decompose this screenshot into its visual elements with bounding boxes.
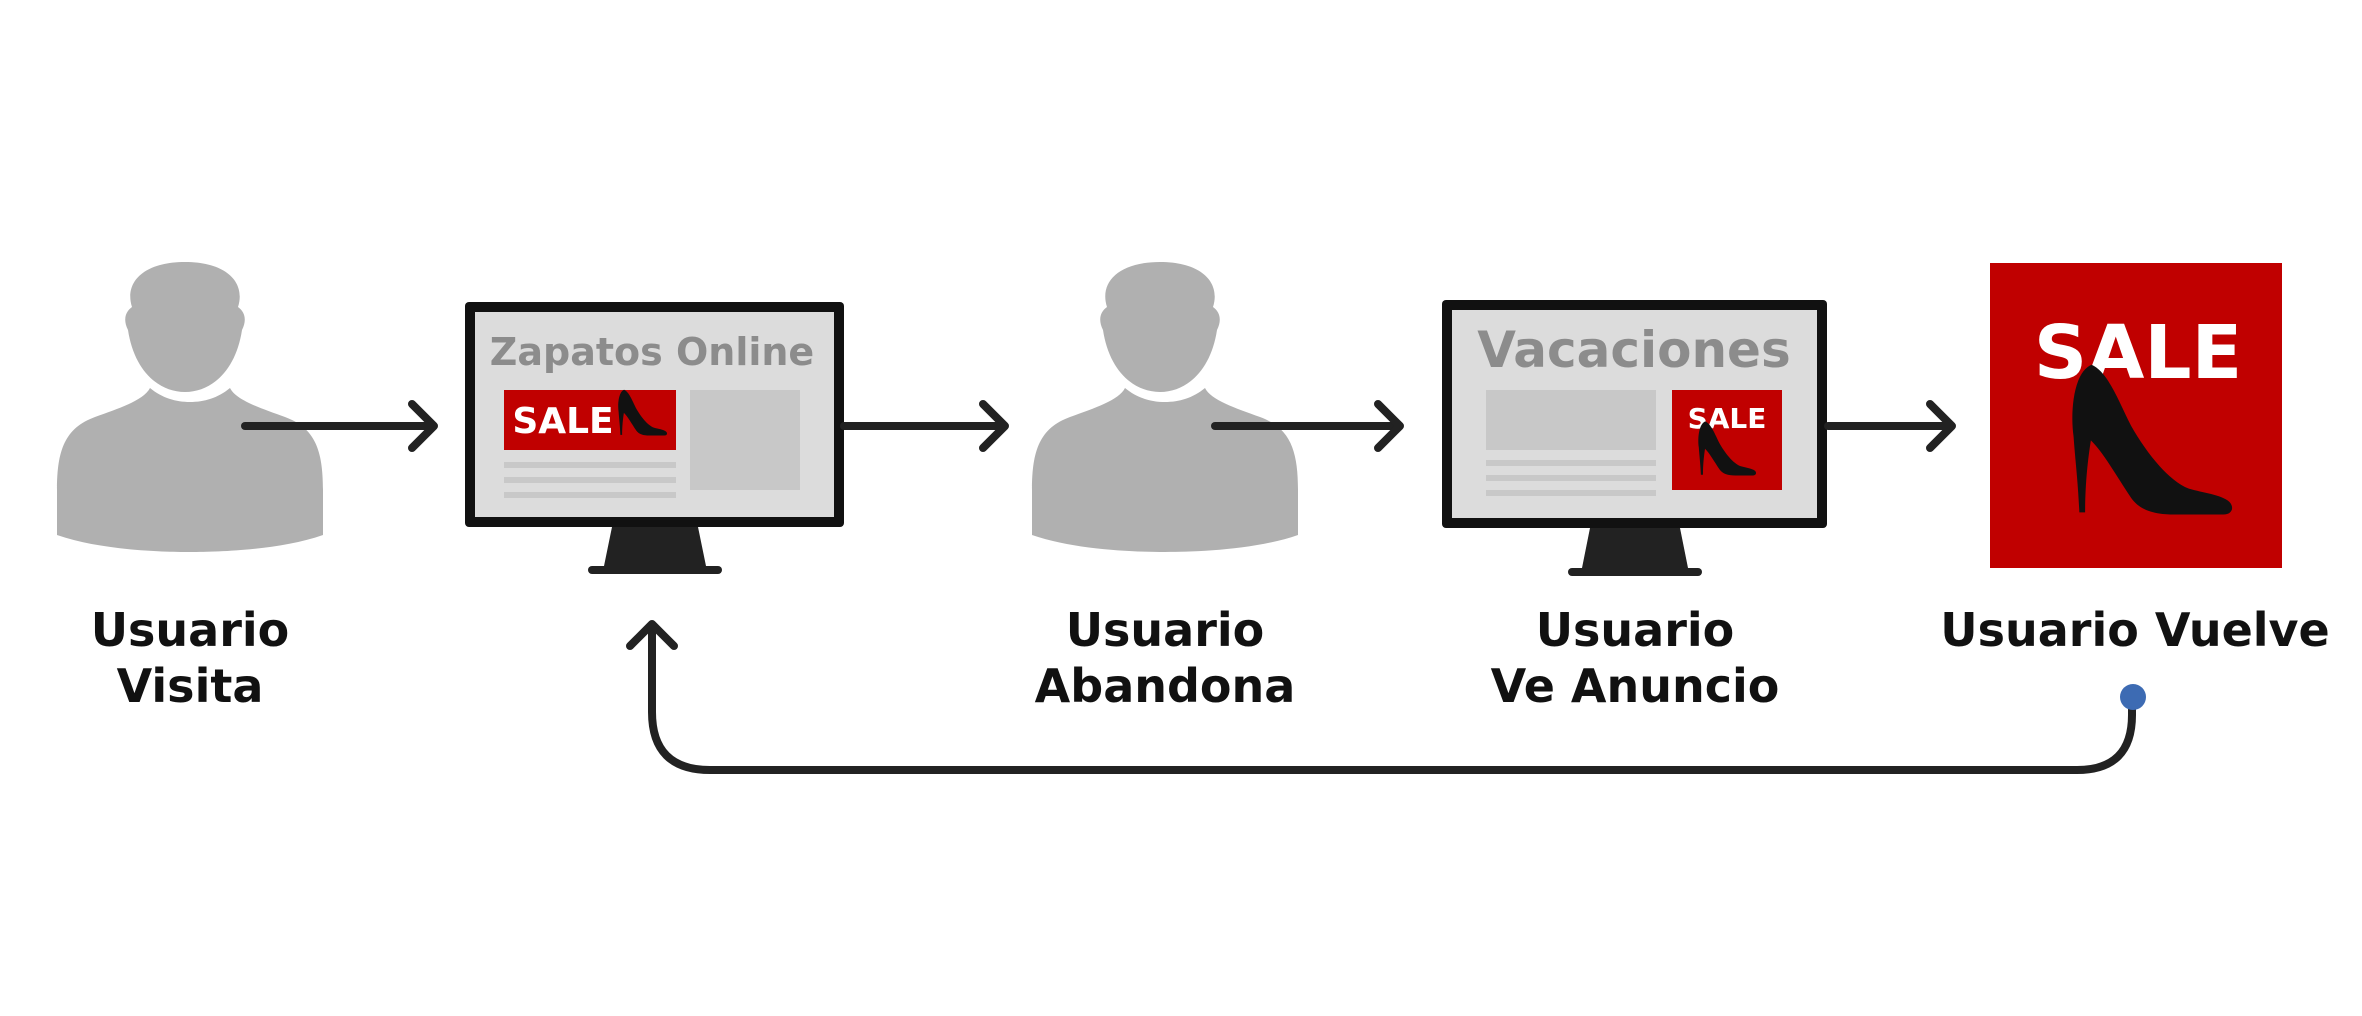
loop-start-dot	[2120, 684, 2146, 710]
sale-banner-small: SALE	[504, 389, 676, 450]
return-loop-arrow	[626, 620, 2136, 774]
image-placeholder	[690, 390, 800, 490]
sale-poster: SALE	[1990, 263, 2282, 568]
label-line: Usuario	[1535, 603, 1735, 657]
arrow-site-to-abandon	[840, 400, 1009, 452]
monitor-zapatos-online: Zapatos Online SALE	[465, 302, 844, 574]
text-lines-placeholder	[504, 462, 676, 498]
screen-title-vacaciones: Vacaciones	[1477, 321, 1790, 379]
label-usuario-vuelve: Usuario Vuelve	[1935, 602, 2335, 658]
user-abandona-icon	[1032, 262, 1298, 552]
label-line: Usuario	[90, 603, 290, 657]
arrow-visit-to-site	[241, 400, 438, 452]
label-line: Usuario Vuelve	[1940, 603, 2330, 657]
arrow-ad-to-return	[1824, 400, 1956, 452]
user-visita-icon	[57, 262, 323, 552]
screen-title-zapatos: Zapatos Online	[490, 330, 814, 374]
sale-ad-text: SALE	[1688, 402, 1767, 435]
label-usuario-visita: Usuario Visita	[70, 602, 310, 714]
text-lines-placeholder	[1486, 460, 1656, 496]
label-line: Ve Anuncio	[1490, 659, 1780, 713]
sale-ad-box: SALE	[1672, 390, 1782, 490]
sale-badge-text: SALE	[512, 401, 613, 442]
label-line: Visita	[116, 659, 264, 713]
sale-poster-text: SALE	[2034, 310, 2242, 396]
label-usuario-abandona: Usuario Abandona	[1025, 602, 1305, 714]
monitor-vacaciones: Vacaciones SALE	[1442, 300, 1827, 576]
label-line: Abandona	[1034, 659, 1296, 713]
image-placeholder	[1486, 390, 1656, 450]
arrow-abandon-to-ad	[1211, 400, 1404, 452]
label-line: Usuario	[1065, 603, 1265, 657]
label-usuario-ve-anuncio: Usuario Ve Anuncio	[1490, 602, 1780, 714]
